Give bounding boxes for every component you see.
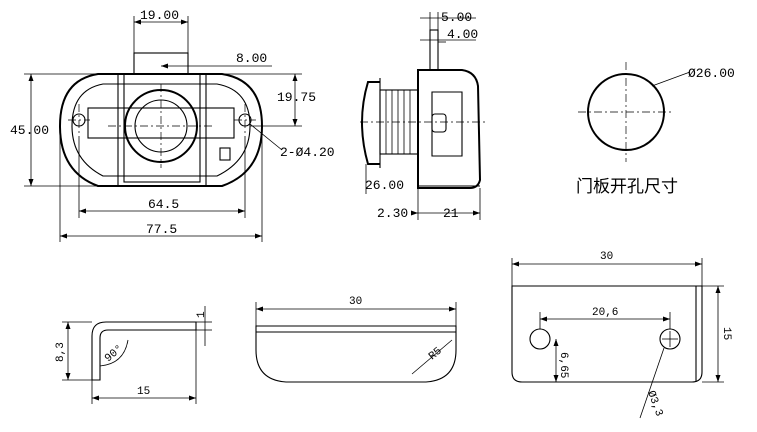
bracket-view: 1 8,3 90° 15 <box>55 306 212 404</box>
dim-2-30: 2.30 <box>377 206 408 221</box>
dim-26: 26.00 <box>365 178 404 193</box>
latch-outer-body <box>58 73 264 187</box>
latch-window <box>431 91 463 157</box>
latch-inner-body <box>71 83 251 177</box>
plate-edge-outline <box>255 325 457 383</box>
cutout-caption: 门板开孔尺寸 <box>576 177 678 197</box>
dim-19: 19.00 <box>140 8 179 23</box>
button-dome <box>361 81 380 165</box>
dim-77-5: 77.5 <box>146 222 177 237</box>
top-pin <box>429 29 439 71</box>
dim-bracket-thickness: 1 <box>196 311 208 318</box>
dim-face-width: 30 <box>600 251 613 263</box>
dim-bracket-length: 15 <box>137 386 150 398</box>
top-boss <box>133 52 189 75</box>
plate-face-view: 30 20,6 15 6,65 Ø3,3 <box>511 251 732 418</box>
dim-plate-length: 30 <box>349 296 362 308</box>
front-view: 19.00 8.00 19.75 45.00 2-Ø4.20 64.5 <box>10 8 335 242</box>
housing-inner <box>123 73 201 183</box>
dim-19-75: 19.75 <box>277 90 316 105</box>
side-view: 5.00 4.00 26.00 2.30 21 <box>360 10 488 221</box>
dim-8: 8.00 <box>236 51 267 66</box>
latch-tab <box>219 147 231 161</box>
side-housing <box>417 69 482 189</box>
dim-face-hole-spacing: 20,6 <box>592 307 618 319</box>
dim-64-5: 64.5 <box>148 197 179 212</box>
dim-face-hole-offset: 6,65 <box>557 352 569 378</box>
latch-knob <box>431 113 447 133</box>
dim-cutout-diameter: Ø26.00 <box>688 66 735 81</box>
dim-21: 21 <box>443 206 459 221</box>
cutout-view: Ø26.00 门板开孔尺寸 <box>576 62 735 197</box>
dim-face-height: 15 <box>720 327 732 340</box>
plate-face-outline <box>511 285 703 383</box>
dim-bracket-angle: 90° <box>103 343 126 365</box>
dim-holes: 2-Ø4.20 <box>280 145 335 160</box>
dim-5: 5.00 <box>441 10 472 25</box>
dim-face-hole-diameter: Ø3,3 <box>644 389 664 418</box>
plate-edge-view: 30 R5 <box>255 296 457 383</box>
dim-45: 45.00 <box>10 123 49 138</box>
plate-hole-left <box>529 328 551 350</box>
dim-4: 4.00 <box>447 27 478 42</box>
dim-bracket-height: 8,3 <box>55 342 67 362</box>
